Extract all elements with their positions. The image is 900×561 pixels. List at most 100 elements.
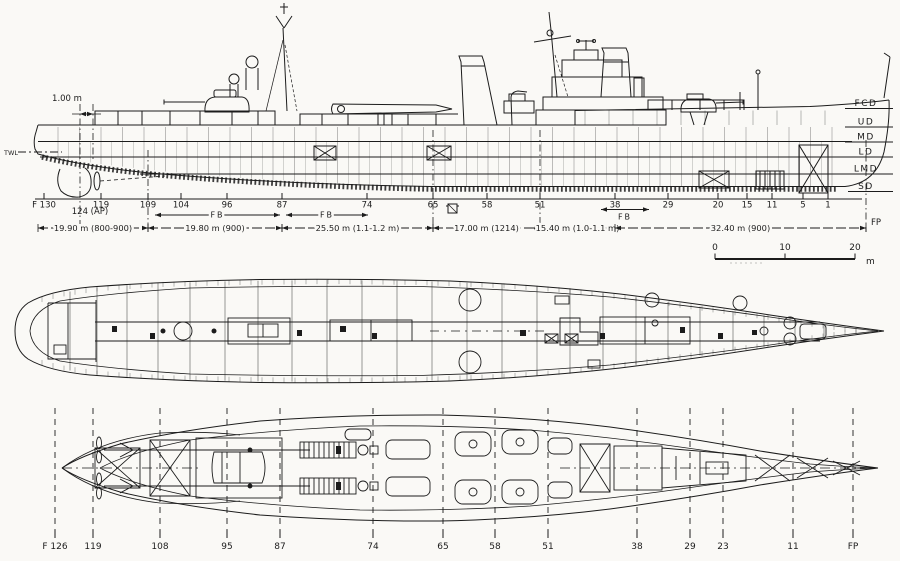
- deck-label: FCD: [855, 99, 878, 109]
- hull-outline: [33, 99, 890, 198]
- dimension-label: 25.50 m (1.1-1.2 m): [316, 223, 400, 233]
- deck-plan-outline: [14, 278, 885, 384]
- dimension-label: 32.40 m (900): [711, 223, 770, 233]
- aft-gun-barrel: [163, 99, 205, 105]
- frame-label: 15: [742, 201, 753, 211]
- scale-tick-label: 20: [849, 243, 861, 253]
- jackstaff: [883, 52, 891, 99]
- arrowhead: [609, 225, 615, 231]
- arrowhead: [433, 225, 439, 231]
- arrowhead: [540, 225, 546, 231]
- scale-tick-label: 10: [779, 243, 791, 253]
- station-label: 119: [84, 542, 101, 552]
- stern-skeg: [57, 167, 92, 198]
- scale-tick-label: 0: [712, 243, 718, 253]
- arrowhead: [534, 225, 540, 231]
- station-label: 87: [274, 542, 285, 552]
- arrowhead: [276, 225, 282, 231]
- frame-label: 104: [173, 201, 189, 211]
- arrowhead: [860, 225, 866, 231]
- hull-hatches: [313, 144, 829, 194]
- aft-funnel: [458, 55, 498, 126]
- dimension-label: 19.80 m (900): [185, 223, 244, 233]
- forward-gun-turret: [680, 93, 744, 126]
- lower-deck-plan-view: [14, 278, 885, 384]
- station-label: FP: [848, 542, 859, 552]
- arrowhead: [155, 212, 161, 218]
- frame-label: 20: [713, 201, 724, 211]
- frame-label: 1: [825, 201, 830, 211]
- forward-funnel: [600, 47, 645, 98]
- arrowhead: [643, 207, 649, 212]
- capstan-symbol: [447, 203, 458, 214]
- dimension-label: 19.90 m (800-900): [54, 223, 132, 233]
- propeller: [93, 171, 101, 191]
- arrowhead: [286, 212, 292, 218]
- frame-label: 11: [767, 201, 778, 211]
- forecastle-deck-edge: [38, 99, 890, 126]
- midship-deckhouse: [299, 113, 458, 125]
- frame-label: 38: [610, 201, 621, 211]
- station-label: 29: [684, 542, 696, 552]
- searchlight-platform: [228, 55, 259, 97]
- frame-spacing-label: 1.00 m: [52, 94, 82, 104]
- condenser: [385, 439, 431, 460]
- dimension-label: 17.00 m (1214): [454, 223, 519, 233]
- station-label: 11: [787, 542, 798, 552]
- main-mast: [265, 3, 298, 112]
- bow-trusses: [754, 454, 861, 482]
- frame-label: 119: [93, 201, 109, 211]
- deck-label: MD: [857, 133, 875, 143]
- deck-lines: [18, 108, 893, 200]
- arrowhead: [148, 225, 154, 231]
- frame-label: 96: [222, 201, 233, 211]
- station-label: 38: [631, 542, 643, 552]
- arrowhead: [38, 225, 44, 231]
- arrowhead: [87, 111, 93, 117]
- turbines: [299, 441, 379, 495]
- frame-label: 109: [140, 201, 156, 211]
- frame-label: 29: [663, 201, 674, 211]
- arrowhead: [142, 225, 148, 231]
- waterline-label: TWL: [3, 149, 18, 157]
- station-label: 74: [367, 542, 379, 552]
- arrowhead: [601, 207, 607, 212]
- shell-plating-hatch: [41, 154, 838, 192]
- station-label: F 126: [42, 542, 67, 552]
- aft-superstructure: [94, 3, 458, 125]
- station-label: 108: [151, 542, 168, 552]
- deck-plan-rooms: [47, 288, 827, 374]
- condenser: [385, 476, 431, 497]
- boilers: [454, 429, 573, 505]
- station-label: 51: [542, 542, 553, 552]
- king-posts: [739, 74, 759, 110]
- bridge-superstructure: [503, 11, 667, 126]
- deck-plan-corridor: [95, 321, 820, 342]
- arrowhead: [80, 111, 86, 117]
- frame-label: F 130: [32, 201, 56, 211]
- aft-torpedo-tubes: [331, 103, 453, 125]
- fb-label: FB: [210, 211, 224, 220]
- deck-plan-fittings: [112, 326, 757, 339]
- station-label: 65: [437, 542, 448, 552]
- frame-label: 58: [482, 201, 493, 211]
- fore-mast: [533, 11, 572, 98]
- rangefinder: [573, 39, 599, 61]
- vent: [633, 77, 645, 98]
- arrowhead: [282, 225, 288, 231]
- fb-label: FB: [320, 211, 334, 220]
- deck-label: LMD: [854, 165, 878, 175]
- frame-label: 87: [277, 201, 288, 211]
- propulsion: [94, 428, 861, 505]
- shaft-line: [99, 175, 166, 182]
- station-label: 95: [221, 542, 232, 552]
- capstan-symbol: [447, 203, 458, 214]
- deck-label: UD: [858, 118, 875, 128]
- side-profile-view: F 13011910910496877465585138292015115119…: [18, 3, 893, 236]
- hold-plan-outline: [61, 414, 879, 522]
